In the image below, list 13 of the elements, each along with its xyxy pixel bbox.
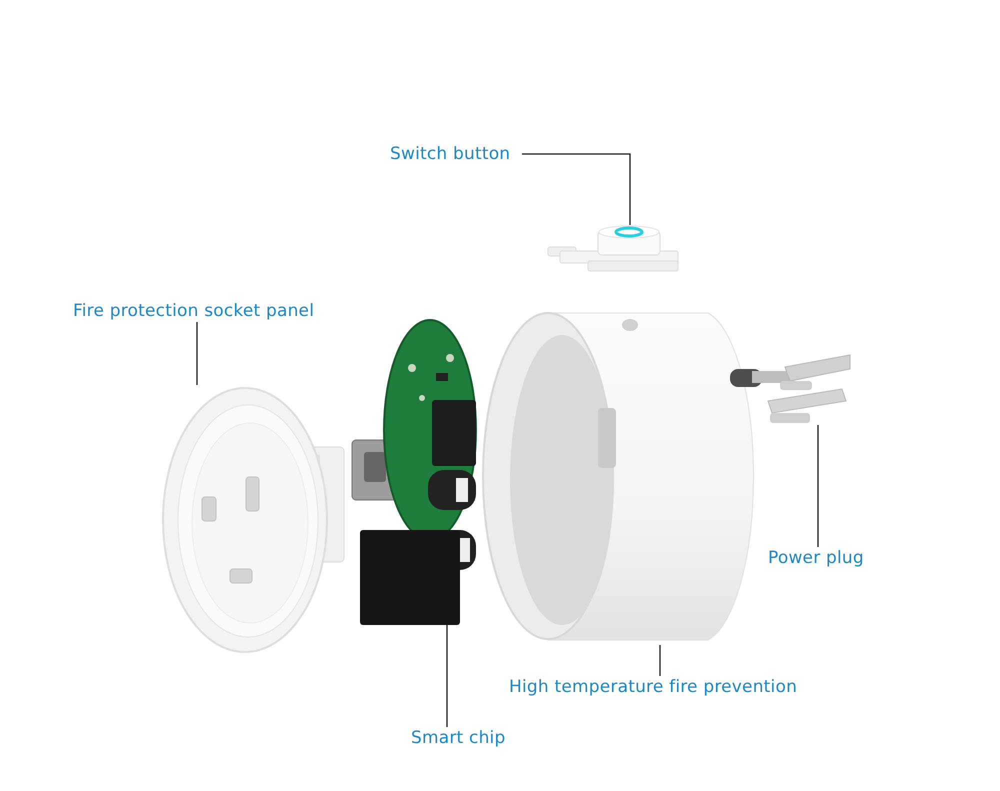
leader-line xyxy=(446,625,448,727)
circuit-board-drawing xyxy=(352,318,478,625)
part-label: Power plug xyxy=(768,547,864,569)
part-label: High temperature fire prevention xyxy=(509,676,798,698)
part-label: Smart chip xyxy=(411,727,506,749)
leader-line xyxy=(659,645,661,676)
part-label: Switch button xyxy=(390,143,510,165)
part-label: Fire protection socket panel xyxy=(73,300,314,322)
plug-prongs-drawing xyxy=(730,355,850,425)
leader-line xyxy=(817,425,819,547)
socket-panel-drawing xyxy=(160,385,345,655)
leader-line xyxy=(196,322,198,385)
leader-line xyxy=(522,153,631,225)
